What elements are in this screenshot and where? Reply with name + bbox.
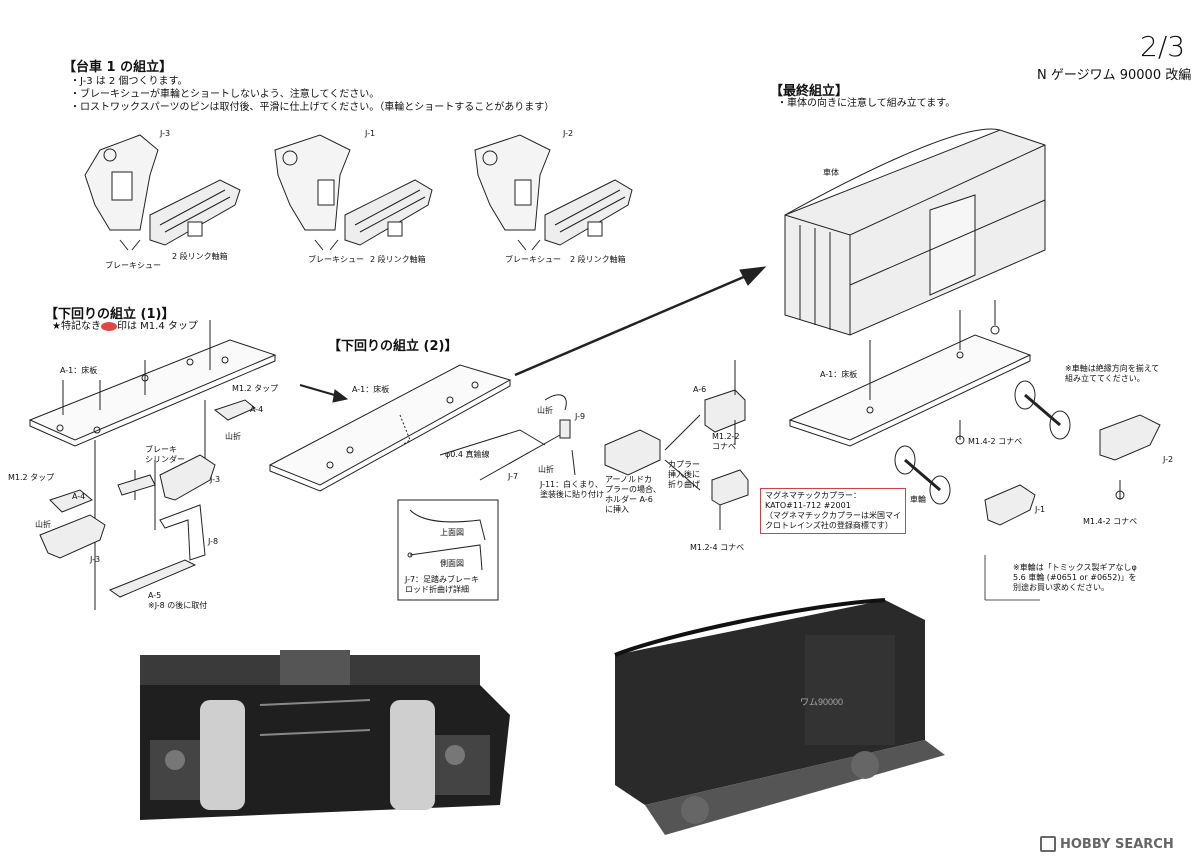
under2-yamaori-a: 山折 [537,406,553,415]
coupler-insert-note: カプラー 挿入後に 折り曲げ [668,460,700,489]
under1-yamaori-right: 山折 [225,432,241,441]
bogie-label-link-1: 2 段リンク軸箱 [172,252,228,261]
under2-detail-top: 上面図 [440,528,464,537]
bogie-label-brake-2: ブレーキシュー [308,255,364,264]
under2-floor-label: A-1：床板 [352,385,390,394]
final-m14-right: M1.4-2 コナベ [1083,517,1138,526]
floor-plate-2-drawing [268,364,576,492]
bogie-section-title: 【台車 1 の組立】 [63,60,173,75]
bogie-label-j3: J-3 [160,129,171,138]
bogie-label-brake-3: ブレーキシュー [505,255,561,264]
under2-detail-caption: J-7：足踏みブレーキ ロッド折曲げ詳細 [405,575,480,594]
final-m14-left: M1.4-2 コナベ [968,437,1023,446]
under2-section-title: 【下回りの組立 (2)】 [328,339,458,354]
under1-note-suffix: 印は M1.4 タップ [116,321,198,332]
side-photo: ワム90000 [605,595,945,845]
magne-coupler-box: マグネマチックカプラー： KATO#11-712 #2001 （マグネマチックカ… [760,488,906,534]
wheelset-drawing [894,380,1071,505]
under1-brake-cylinder: ブレーキ シリンダー [145,445,185,464]
page-subtitle: N ゲージワム 90000 改編 [1037,68,1192,83]
final-floor-label: A-1：床板 [820,370,858,379]
under1-m12tap-left: M1.2 タップ [8,473,55,482]
coupler-arnold-note: アーノルドカ プラーの場合、 ホルダー A-6 に挿入 [605,475,661,514]
bogie-label-j2: J-2 [563,129,574,138]
under1-note: ★特記なき 印は M1.4 タップ [52,320,198,333]
under1-a5-note: ※J-8 の後に取付 [148,601,208,610]
under1-a5: A-5 [148,591,162,600]
car-body-drawing [784,128,1046,336]
under2-j11: J-11：白くまり、 塗装後に貼り付け [540,480,604,499]
bogie-label-link-3: 2 段リンク軸箱 [570,255,626,264]
under1-section-title: 【下回りの組立 (1)】 [45,307,175,322]
bogie-j1-drawing [274,134,433,251]
under2-j7: J-7 [508,472,519,481]
car-number-text: ワム90000 [800,697,843,707]
under2-yamaori-b: 山折 [538,465,554,474]
under1-note-prefix: ★特記なき [52,321,101,332]
under1-yamaori-left: 山折 [35,520,51,529]
floor-plate-final-drawing [788,300,1032,447]
hobby-search-logo: HOBBY SEARCH [1040,836,1174,852]
under1-floor-label: A-1：床板 [60,366,98,375]
final-section-title: 【最終組立】 [770,84,849,99]
final-purchase-note: ※車輪は「トミックス製ギアなしφ 5.6 車輪 (#0651 or #0652)… [1013,563,1137,592]
coupler-a6: A-6 [693,385,707,394]
bogie-j2-drawing [474,134,633,251]
bogie-note-1: ・J-3 は 2 個つくります。 [70,76,188,87]
bogie-note-2: ・ブレーキシューが車輪とショートしないよう、注意してください。 [70,89,380,100]
j7-detail-drawing [397,499,499,601]
final-j1: J-1 [1035,505,1046,514]
under2-j9: J-9 [575,412,586,421]
bogie-label-link-2: 2 段リンク軸箱 [370,255,426,264]
final-body-label: 車体 [823,168,839,177]
coupler-drawing [604,360,749,530]
logo-text: HOBBY SEARCH [1060,836,1174,852]
under1-j8: J-8 [208,537,219,546]
final-wheel-note: ※車軸は絶縁方向を揃えて 組み立ててください。 [1065,364,1160,383]
bogie-note-3: ・ロストワックスパーツのピンは取付後、平滑に仕上げてください。（車輪とショートす… [70,102,555,113]
logo-icon [1040,836,1056,852]
coupler-m12-2: M1.2-2 コナベ [712,432,740,451]
under2-wire: φ0.4 真鍮線 [445,450,490,459]
underside-photo [120,645,550,845]
page-number: 2/3 [1140,30,1186,63]
bogie-label-j1: J-1 [365,129,376,138]
red-dot-icon [100,321,117,331]
under1-m12tap-right: M1.2 タップ [232,384,279,393]
under1-a4-right: A-4 [250,405,264,414]
final-wheels-label: 車輪 [910,495,926,504]
coupler-m12-4: M1.2-4 コナベ [690,543,745,552]
under1-j3-right: J-3 [210,475,221,484]
under1-j3-left: J-3 [90,555,101,564]
floor-plate-1-drawing [28,320,277,610]
final-j2: J-2 [1163,455,1174,464]
under2-detail-side: 側面図 [440,559,464,568]
under1-a4-left: A-4 [72,492,86,501]
bogie-label-brake-1: ブレーキシュー [105,261,161,270]
final-bogies-drawing [955,414,1161,526]
final-note: ・車体の向きに注意して組み立てます。 [777,98,956,109]
bogie-j3-drawing [84,134,241,251]
